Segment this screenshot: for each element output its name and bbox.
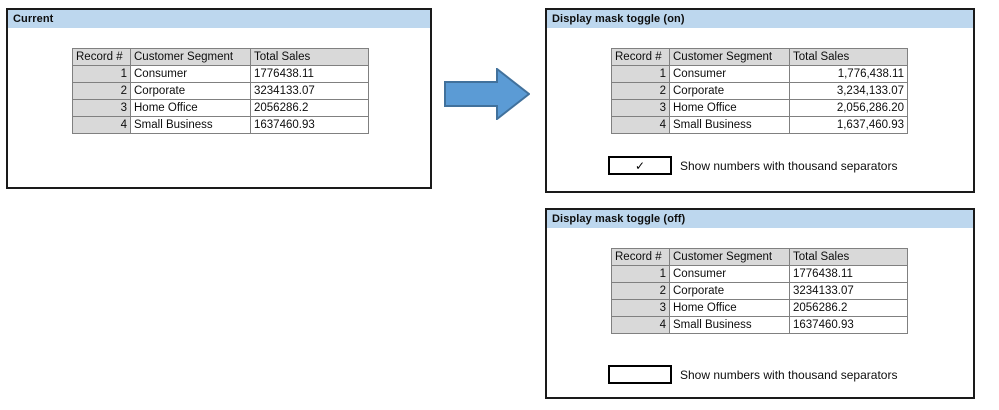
table-header-row: Record # Customer Segment Total Sales [611, 248, 908, 266]
check-icon: ✓ [634, 158, 646, 173]
column-header-segment: Customer Segment [130, 48, 251, 66]
column-header-record: Record # [611, 48, 670, 66]
table-row: 2 Corporate 3234133.07 [611, 282, 908, 300]
column-header-sales: Total Sales [789, 248, 908, 266]
cell-record: 1 [72, 65, 131, 83]
column-header-record: Record # [611, 248, 670, 266]
cell-segment: Consumer [130, 65, 251, 83]
cell-sales: 2056286.2 [250, 99, 369, 117]
thousand-separator-checkbox-unchecked[interactable] [608, 365, 672, 384]
column-header-segment: Customer Segment [669, 248, 790, 266]
table-toggle-on: Record # Customer Segment Total Sales 1 … [611, 48, 908, 134]
thousand-separator-checkbox-label: Show numbers with thousand separators [680, 367, 898, 382]
thousand-separator-option-on[interactable]: ✓ Show numbers with thousand separators [608, 156, 897, 175]
panel-toggle-off-header: Display mask toggle (off) [547, 210, 973, 228]
cell-sales: 1776438.11 [250, 65, 369, 83]
cell-sales: 1637460.93 [789, 316, 908, 334]
cell-sales: 1,776,438.11 [789, 65, 908, 83]
table-row: 3 Home Office 2056286.2 [72, 99, 369, 117]
panel-toggle-off: Display mask toggle (off) Record # Custo… [545, 208, 975, 399]
table-header-row: Record # Customer Segment Total Sales [611, 48, 908, 66]
table-current: Record # Customer Segment Total Sales 1 … [72, 48, 369, 134]
cell-sales: 1,637,460.93 [789, 116, 908, 134]
panel-current: Current Record # Customer Segment Total … [6, 8, 432, 189]
cell-sales: 3234133.07 [789, 282, 908, 300]
cell-segment: Consumer [669, 65, 790, 83]
cell-record: 3 [611, 299, 670, 317]
cell-sales: 2056286.2 [789, 299, 908, 317]
column-header-record: Record # [72, 48, 131, 66]
panel-toggle-on-title: Display mask toggle (on) [552, 12, 685, 25]
panel-toggle-on-header: Display mask toggle (on) [547, 10, 973, 28]
thousand-separator-option-off[interactable]: Show numbers with thousand separators [608, 365, 897, 384]
cell-segment: Home Office [130, 99, 251, 117]
cell-sales: 1776438.11 [789, 265, 908, 283]
column-header-sales: Total Sales [250, 48, 369, 66]
cell-record: 3 [611, 99, 670, 117]
panel-toggle-off-title: Display mask toggle (off) [552, 212, 686, 225]
thousand-separator-checkbox-checked[interactable]: ✓ [608, 156, 672, 175]
cell-segment: Home Office [669, 299, 790, 317]
cell-segment: Corporate [130, 82, 251, 100]
cell-record: 1 [611, 65, 670, 83]
panel-current-title: Current [13, 12, 54, 25]
table-row: 3 Home Office 2056286.2 [611, 299, 908, 317]
table-row: 3 Home Office 2,056,286.20 [611, 99, 908, 117]
cell-segment: Corporate [669, 282, 790, 300]
cell-record: 2 [611, 282, 670, 300]
column-header-sales: Total Sales [789, 48, 908, 66]
right-arrow-icon [444, 68, 530, 120]
thousand-separator-checkbox-label: Show numbers with thousand separators [680, 158, 898, 173]
cell-segment: Corporate [669, 82, 790, 100]
table-row: 1 Consumer 1776438.11 [611, 265, 908, 283]
cell-record: 4 [611, 316, 670, 334]
cell-segment: Small Business [669, 316, 790, 334]
table-row: 2 Corporate 3234133.07 [72, 82, 369, 100]
cell-record: 1 [611, 265, 670, 283]
table-row: 2 Corporate 3,234,133.07 [611, 82, 908, 100]
table-row: 4 Small Business 1637460.93 [72, 116, 369, 134]
table-row: 1 Consumer 1776438.11 [72, 65, 369, 83]
column-header-segment: Customer Segment [669, 48, 790, 66]
cell-record: 2 [611, 82, 670, 100]
cell-sales: 3234133.07 [250, 82, 369, 100]
cell-segment: Small Business [130, 116, 251, 134]
table-row: 4 Small Business 1637460.93 [611, 316, 908, 334]
table-toggle-off: Record # Customer Segment Total Sales 1 … [611, 248, 908, 334]
cell-sales: 2,056,286.20 [789, 99, 908, 117]
cell-record: 3 [72, 99, 131, 117]
table-header-row: Record # Customer Segment Total Sales [72, 48, 369, 66]
cell-segment: Consumer [669, 265, 790, 283]
cell-segment: Small Business [669, 116, 790, 134]
table-row: 4 Small Business 1,637,460.93 [611, 116, 908, 134]
cell-record: 4 [72, 116, 131, 134]
cell-sales: 3,234,133.07 [789, 82, 908, 100]
cell-segment: Home Office [669, 99, 790, 117]
cell-record: 4 [611, 116, 670, 134]
panel-current-header: Current [8, 10, 430, 28]
cell-sales: 1637460.93 [250, 116, 369, 134]
cell-record: 2 [72, 82, 131, 100]
panel-toggle-on: Display mask toggle (on) Record # Custom… [545, 8, 975, 193]
table-row: 1 Consumer 1,776,438.11 [611, 65, 908, 83]
